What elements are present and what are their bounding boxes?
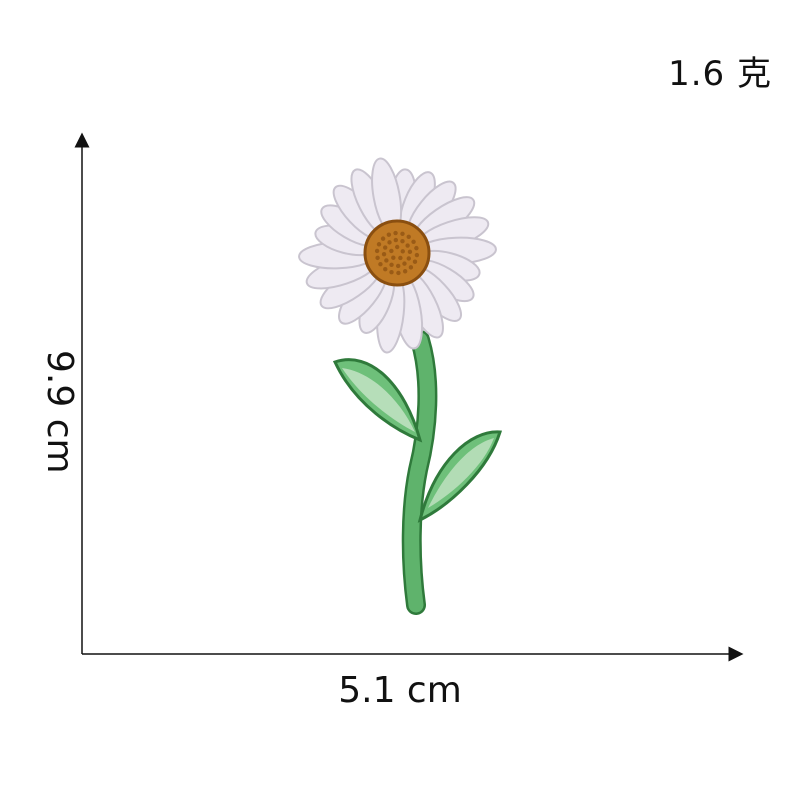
flower-center-texture — [374, 230, 420, 276]
center-stitch — [383, 266, 388, 272]
flower-center — [363, 219, 431, 287]
center-stitch — [375, 255, 380, 261]
center-stitch — [414, 245, 419, 251]
center-stitch — [386, 232, 392, 237]
center-stitch — [400, 231, 405, 236]
center-stitch — [412, 259, 418, 264]
center-stitch — [406, 256, 411, 261]
center-stitch — [387, 240, 392, 245]
center-stitch — [402, 261, 407, 266]
center-stitch — [408, 265, 414, 270]
center-stitch — [400, 249, 405, 254]
center-stitch — [393, 230, 398, 236]
center-stitch — [411, 239, 416, 244]
center-stitch — [376, 242, 382, 247]
center-stitch — [391, 255, 396, 260]
center-stitch — [389, 248, 394, 254]
center-stitch — [384, 258, 389, 263]
center-stitch — [383, 245, 388, 250]
center-stitch — [396, 270, 401, 276]
center-stitch — [374, 248, 380, 254]
center-stitch — [393, 237, 399, 243]
center-stitch — [406, 234, 411, 240]
width-label: 5.1 cm — [338, 670, 462, 711]
center-stitch — [405, 243, 410, 248]
center-stitch — [380, 236, 386, 241]
center-stitch — [400, 239, 405, 244]
daisy-patch-image — [298, 157, 503, 615]
center-stitch — [389, 262, 394, 267]
center-stitch — [395, 263, 401, 269]
height-label: 9.9 cm — [39, 350, 80, 474]
center-stitch — [407, 249, 413, 255]
center-stitch — [394, 244, 400, 250]
center-stitch — [389, 270, 394, 275]
center-stitch — [378, 262, 383, 267]
center-stitch — [398, 255, 403, 261]
center-stitch — [381, 251, 387, 257]
center-stitch — [414, 252, 420, 258]
center-stitch — [402, 269, 408, 274]
weight-label: 1.6 克 — [668, 54, 772, 94]
